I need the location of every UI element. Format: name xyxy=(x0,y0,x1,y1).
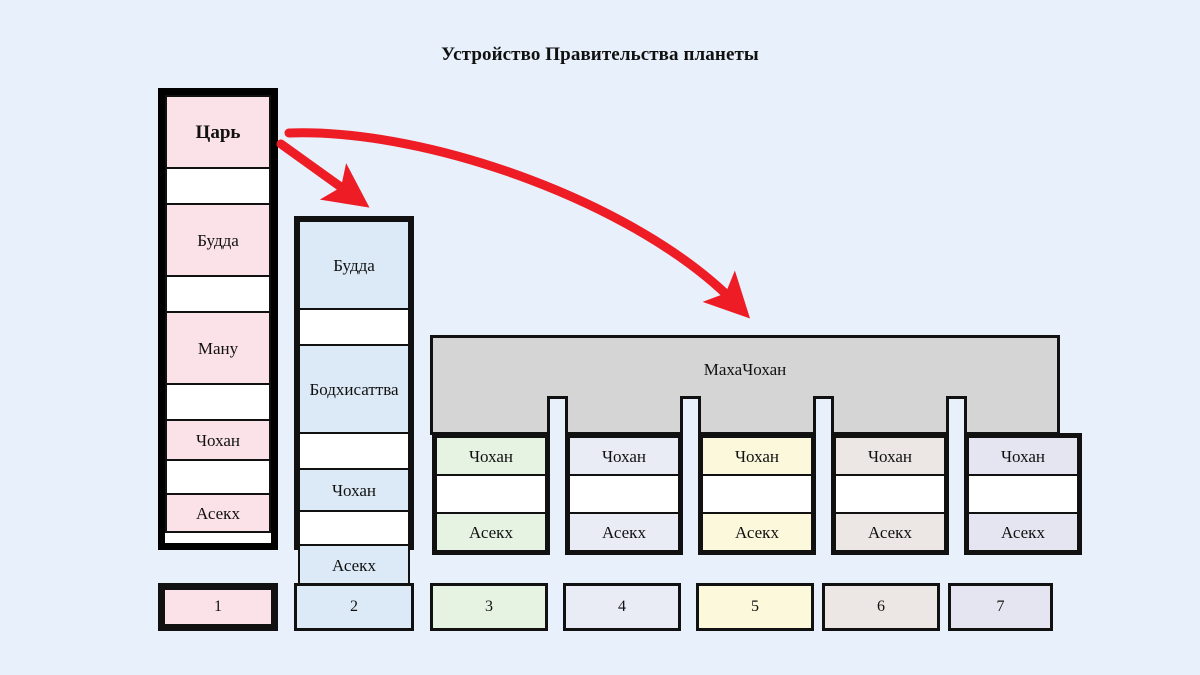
column-1-cell-4 xyxy=(165,275,271,313)
subcolumn-4-cell-2 xyxy=(568,474,680,514)
subcolumn-7-cell-label-3: Асекх xyxy=(1001,522,1045,542)
column-2-cell-label-3: Бодхисаттва xyxy=(309,379,399,399)
column-2-cell-7: Асекх xyxy=(298,544,410,586)
column-1-cell-label-1: Царь xyxy=(195,121,241,143)
mahachohan-block xyxy=(430,335,1060,435)
legend-box-6[interactable]: 6 xyxy=(822,583,940,631)
mahachohan-slot-2 xyxy=(680,396,701,436)
column-1-cell-label-9: Асекх xyxy=(196,503,240,523)
subcolumn-4-cell-1: Чохан xyxy=(568,436,680,476)
column-2-cell-label-1: Будда xyxy=(333,255,375,275)
column-1-cell-6 xyxy=(165,383,271,421)
mahachohan-slot-3 xyxy=(813,396,834,436)
column-1-cell-3: Будда xyxy=(165,203,271,277)
column-2-cell-1: Будда xyxy=(298,220,410,310)
subcolumn-3-cell-label-3: Асекх xyxy=(469,522,513,542)
column-1-cell-5: Ману xyxy=(165,311,271,385)
legend-label-6: 6 xyxy=(877,598,885,615)
subcolumn-4-cell-label-1: Чохан xyxy=(601,446,647,466)
column-2-cell-6 xyxy=(298,510,410,546)
legend-box-4[interactable]: 4 xyxy=(563,583,681,631)
column-2-cell-label-5: Чохан xyxy=(331,480,377,500)
legend-label-2: 2 xyxy=(350,598,358,615)
subcolumn-6-cell-1: Чохан xyxy=(834,436,946,476)
subcolumn-6-cell-label-1: Чохан xyxy=(867,446,913,466)
legend-box-7[interactable]: 7 xyxy=(948,583,1053,631)
subcolumn-6-cell-2 xyxy=(834,474,946,514)
column-1-cell-7: Чохан xyxy=(165,419,271,461)
column-2-cell-label-7: Асекх xyxy=(332,555,376,575)
subcolumn-6-cell-label-3: Асекх xyxy=(868,522,912,542)
subcolumn-6-cell-3: Асекх xyxy=(834,512,946,552)
page-title: Устройство Правительства планеты xyxy=(441,44,759,65)
subcolumn-7-cell-2 xyxy=(967,474,1079,514)
subcolumn-3-cell-3: Асекх xyxy=(435,512,547,552)
legend-label-5: 5 xyxy=(751,598,759,615)
subcolumn-4-cell-3: Асекх xyxy=(568,512,680,552)
column-1-cell-8 xyxy=(165,459,271,495)
legend-label-1: 1 xyxy=(214,598,222,615)
subcolumn-7-cell-1: Чохан xyxy=(967,436,1079,476)
column-2-cell-2 xyxy=(298,308,410,346)
column-1-cell-2 xyxy=(165,167,271,205)
column-2-cell-3: Бодхисаттва xyxy=(298,344,410,434)
mahachohan-label: МахаЧохан xyxy=(703,360,787,379)
subcolumn-7-cell-label-1: Чохан xyxy=(1000,446,1046,466)
column-1-cell-label-3: Будда xyxy=(197,230,239,250)
mahachohan-slot-1 xyxy=(547,396,568,436)
legend-label-7: 7 xyxy=(996,598,1005,615)
subcolumn-5-cell-2 xyxy=(701,474,813,514)
mahachohan-slot-4 xyxy=(946,396,967,436)
subcolumn-3-cell-label-1: Чохан xyxy=(468,446,514,466)
king-to-buddha-arrow xyxy=(276,139,370,208)
column-1-cell-1: Царь xyxy=(165,95,271,169)
legend-box-1[interactable]: 1 xyxy=(158,583,278,631)
column-1-cell-label-5: Ману xyxy=(197,338,239,358)
subcolumn-3-cell-2 xyxy=(435,474,547,514)
subcolumn-5-cell-label-1: Чохан xyxy=(734,446,780,466)
legend-label-4: 4 xyxy=(618,598,626,615)
legend-label-3: 3 xyxy=(485,598,493,615)
column-2-cell-5: Чохан xyxy=(298,468,410,512)
subcolumn-4-cell-label-3: Асекх xyxy=(602,522,646,542)
subcolumn-7-cell-3: Асекх xyxy=(967,512,1079,552)
column-1-cell-9: Асекх xyxy=(165,493,271,533)
subcolumn-3-cell-1: Чохан xyxy=(435,436,547,476)
column-2-cell-4 xyxy=(298,432,410,470)
legend-box-3[interactable]: 3 xyxy=(430,583,548,631)
column-1-cell-label-7: Чохан xyxy=(195,430,241,450)
subcolumn-5-cell-1: Чохан xyxy=(701,436,813,476)
subcolumn-5-cell-3: Асекх xyxy=(701,512,813,552)
legend-box-5[interactable]: 5 xyxy=(696,583,814,631)
subcolumn-5-cell-label-3: Асекх xyxy=(735,522,779,542)
legend-box-2[interactable]: 2 xyxy=(294,583,414,631)
